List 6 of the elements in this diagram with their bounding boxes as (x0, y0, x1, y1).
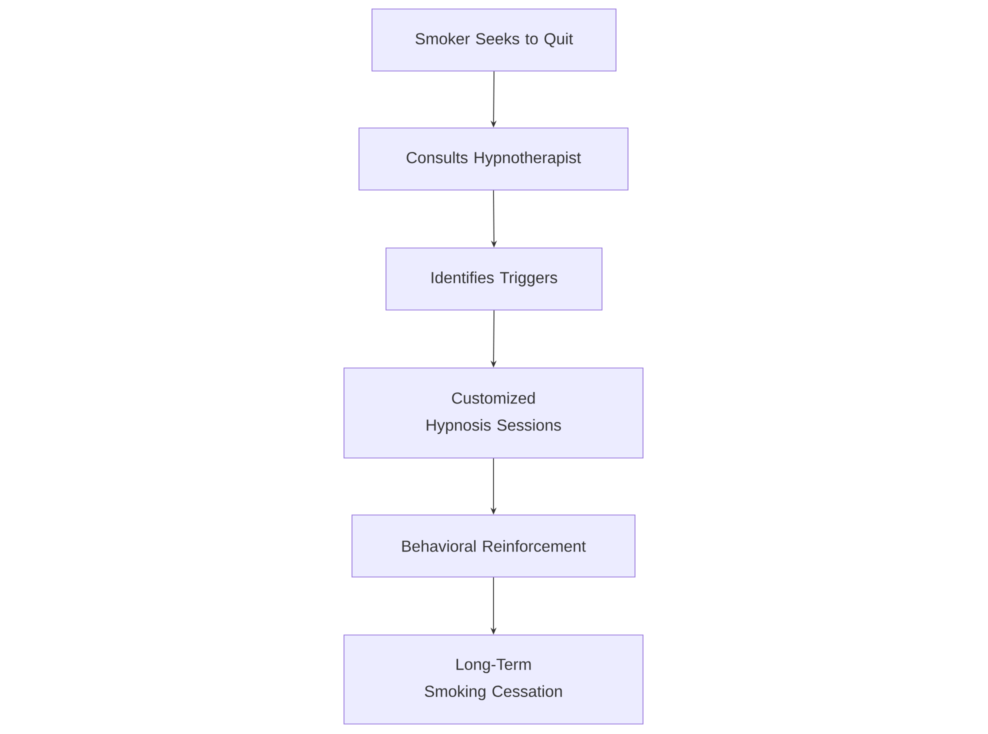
process-box: Behavioral Reinforcement (352, 514, 636, 578)
process-box: Consults Hypnotherapist (358, 128, 628, 190)
process-box: Identifies Triggers (386, 248, 602, 310)
process-box: Customized Hypnosis Sessions (344, 368, 644, 458)
process-box: Smoker Seeks to Quit (372, 8, 616, 72)
process-box: Long-Term Smoking Cessation (344, 634, 644, 724)
